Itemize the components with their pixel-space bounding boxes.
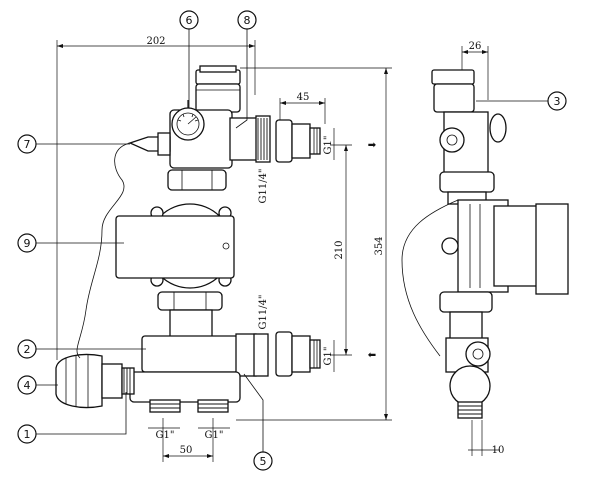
- callout-6: 6: [186, 14, 193, 27]
- callouts: [17, 10, 567, 471]
- flow-arrow-top: ➡: [368, 140, 377, 151]
- thread-bottom-outlet: G1": [323, 347, 334, 366]
- thread-head: [123, 368, 131, 394]
- flow-arrow-bottom: ⬅: [368, 350, 376, 361]
- dim-202: 202: [146, 36, 165, 47]
- callout-2: 2: [24, 343, 31, 356]
- front-view: [55, 65, 321, 413]
- callout-8: 8: [244, 14, 251, 27]
- thread-bottom-right: G1": [205, 430, 224, 441]
- dim-354: 354: [374, 236, 385, 255]
- thread-top: [257, 118, 268, 160]
- thread-bottom-flange: G11/4": [258, 294, 269, 329]
- dim-210: 210: [334, 240, 345, 259]
- thread-top-outlet: G1": [323, 136, 334, 155]
- thread-top-flange: G11/4": [258, 168, 269, 203]
- thread-bottom-ports: [150, 403, 228, 409]
- dimension-lines: [56, 40, 500, 462]
- callout-3: 3: [554, 95, 561, 108]
- callout-5: 5: [260, 455, 267, 468]
- side-view: [401, 69, 569, 419]
- callout-4: 4: [24, 379, 31, 392]
- thread-side-bottom: [458, 405, 482, 415]
- callout-9: 9: [24, 237, 31, 250]
- dim-26: 26: [469, 41, 482, 52]
- callout-1: 1: [24, 428, 31, 441]
- callout-7: 7: [24, 138, 31, 151]
- dim-45: 45: [297, 92, 310, 103]
- dim-50: 50: [180, 445, 193, 456]
- dim-10: 10: [492, 445, 505, 456]
- thread-bottom-left: G1": [156, 430, 175, 441]
